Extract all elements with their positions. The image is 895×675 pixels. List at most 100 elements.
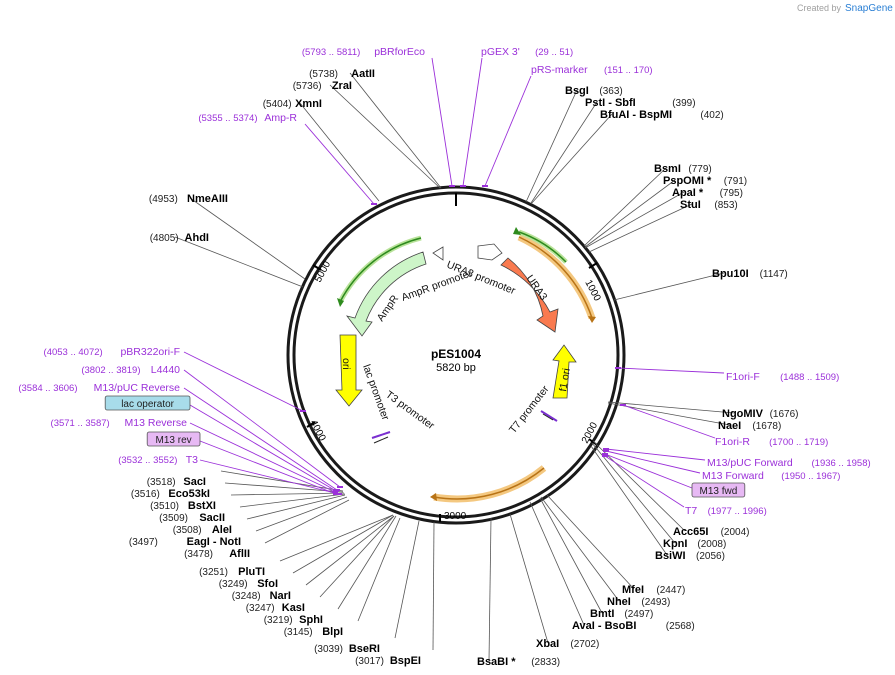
enzyme-name: BsiWI	[655, 550, 686, 562]
primer-leader-line	[183, 369, 341, 488]
enzyme-leader-line	[357, 517, 401, 622]
primer-name: F1ori-F	[726, 371, 760, 383]
enzyme-name: BstXI	[188, 500, 216, 512]
enzyme-name: BsgI	[565, 85, 589, 97]
enzyme-name: Eco53kI	[168, 488, 210, 500]
enzyme-position: (1678)	[752, 421, 781, 432]
enzyme-position: (2056)	[696, 551, 725, 562]
primer-name: pBRforEco	[374, 46, 425, 58]
primer-leader-line	[462, 57, 483, 187]
enzyme-leader-line	[546, 494, 635, 590]
site-labels: AatII(5738)ZraI(5736)XmnI(5404)NmeAIII(4…	[18, 46, 870, 668]
primer-name: pGEX 3'	[481, 46, 520, 58]
enzyme-name: PstI - SbfI	[585, 97, 636, 109]
primer-position: (4053 .. 4072)	[44, 347, 103, 358]
enzyme-leader-line	[329, 84, 441, 189]
primer-leader-line	[617, 367, 725, 374]
enzyme-name: AleI	[212, 524, 232, 536]
primer-name: pBR322ori-F	[120, 346, 180, 358]
enzyme-position: (791)	[724, 176, 747, 187]
primer-position: (151 .. 170)	[604, 65, 653, 76]
enzyme-name: SphI	[299, 614, 323, 626]
enzyme-position: (2702)	[570, 639, 599, 650]
enzyme-leader-line	[539, 497, 603, 614]
plasmid-length: 5820 bp	[436, 362, 476, 374]
enzyme-name: NmeAIII	[187, 193, 228, 205]
brand-created-by: Created by	[797, 3, 842, 13]
primer-leader-line	[183, 387, 338, 491]
enzyme-position: (1147)	[760, 269, 788, 280]
enzyme-position: (3251)	[199, 567, 228, 578]
backbone-outer-ring	[286, 185, 626, 525]
enzyme-leader-line	[189, 197, 306, 280]
tick-mark-4000	[306, 421, 316, 428]
enzyme-name: PspOMI *	[663, 175, 712, 187]
tick-3000: 3000	[444, 511, 467, 522]
leader-lines	[174, 57, 735, 662]
primer-name: F1ori-R	[715, 436, 750, 448]
primer-name: Amp-R	[264, 112, 297, 124]
enzyme-leader-line	[540, 496, 620, 602]
primer-name: T7	[685, 505, 697, 517]
enzyme-name: BlpI	[322, 626, 343, 638]
enzyme-position: (2004)	[721, 527, 750, 538]
t7-promoter-mark	[540, 410, 558, 422]
ura3-region-arrowhead	[588, 316, 596, 323]
enzyme-position: (3509)	[159, 513, 188, 524]
primer-leader-line	[431, 57, 453, 187]
t3-promoter-label: T3 promoter	[383, 389, 437, 433]
plasmid-name: pES1004	[431, 347, 481, 361]
enzyme-position: (3478)	[184, 549, 213, 560]
enzyme-position: (3497)	[129, 537, 158, 548]
enzyme-position: (3249)	[219, 579, 248, 590]
enzyme-position: (2008)	[697, 539, 726, 550]
ura3-label: URA3	[524, 273, 550, 303]
enzyme-name: BspEI	[390, 655, 421, 667]
primer-position: (3532 .. 3552)	[118, 455, 177, 466]
enzyme-position: (779)	[688, 164, 711, 175]
enzyme-leader-line	[319, 515, 395, 598]
enzyme-leader-line	[591, 442, 676, 544]
enzyme-position: (3516)	[131, 489, 160, 500]
primer-leader-line	[604, 453, 693, 489]
enzyme-name: BseRI	[349, 643, 380, 655]
enzyme-leader-line	[337, 515, 397, 610]
enzyme-name: AatII	[351, 68, 375, 80]
enzyme-leader-line	[246, 494, 346, 520]
tick-mark-5000	[312, 264, 322, 271]
enzyme-leader-line	[292, 514, 394, 574]
primer-leader-line	[605, 448, 706, 461]
primer-name: M13 Forward	[702, 470, 764, 482]
enzyme-leader-line	[592, 440, 686, 532]
enzyme-leader-line	[299, 102, 380, 202]
enzyme-name: Acc65I	[673, 526, 708, 538]
primer-boxed-label: M13 rev	[156, 435, 192, 446]
primer-leader-line	[189, 404, 337, 492]
enzyme-position: (3510)	[150, 501, 179, 512]
enzyme-position: (5404)	[263, 99, 292, 110]
enzyme-leader-line	[530, 101, 598, 204]
t7-promoter-label: T7 promoter	[507, 383, 552, 436]
t3-promoter-mark	[371, 431, 391, 439]
enzyme-position: (3247)	[246, 603, 275, 614]
t7-promoter-mark-2	[542, 413, 554, 421]
enzyme-leader-line	[509, 513, 549, 644]
enzyme-name: EagI - NotI	[187, 536, 241, 548]
enzyme-name: AvaI - BsoBI	[572, 620, 636, 632]
enzyme-position: (3508)	[173, 525, 202, 536]
ura3-region-line	[518, 236, 593, 319]
enzyme-name: PluTI	[238, 566, 265, 578]
enzyme-name: NgoMIV	[722, 408, 764, 420]
ura3-green-arrowhead	[513, 227, 521, 235]
enzyme-leader-line	[174, 236, 304, 288]
enzyme-leader-line	[613, 272, 725, 301]
enzyme-position: (4953)	[149, 194, 178, 205]
primer-position: (1977 .. 1996)	[708, 506, 767, 517]
enzyme-position: (2497)	[624, 609, 653, 620]
enzyme-leader-line	[583, 167, 667, 247]
enzyme-name: NaeI	[718, 420, 741, 432]
enzyme-leader-line	[584, 191, 685, 249]
enzyme-leader-line	[584, 179, 676, 248]
enzyme-position: (402)	[700, 110, 723, 121]
